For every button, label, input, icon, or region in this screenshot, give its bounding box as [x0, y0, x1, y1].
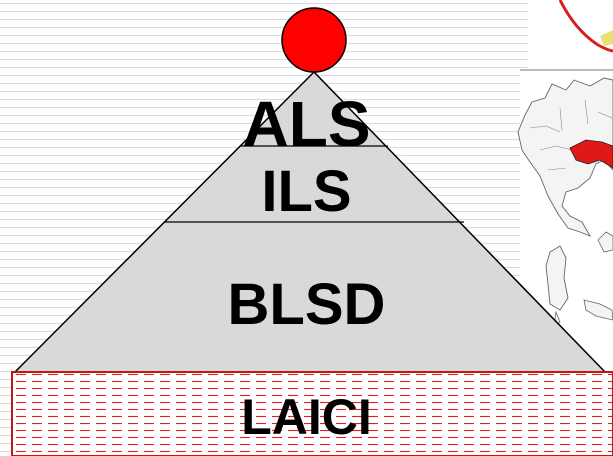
- level-laici: LAICI: [241, 389, 372, 445]
- level-ils: ILS: [261, 159, 352, 224]
- base-band: [11, 371, 613, 456]
- red-circled-mark-icon: [558, 0, 613, 53]
- level-blsd: BLSD: [227, 272, 386, 337]
- red-circle-icon: [281, 7, 347, 73]
- italy-map-icon: [517, 69, 613, 456]
- level-als: ALS: [242, 88, 371, 160]
